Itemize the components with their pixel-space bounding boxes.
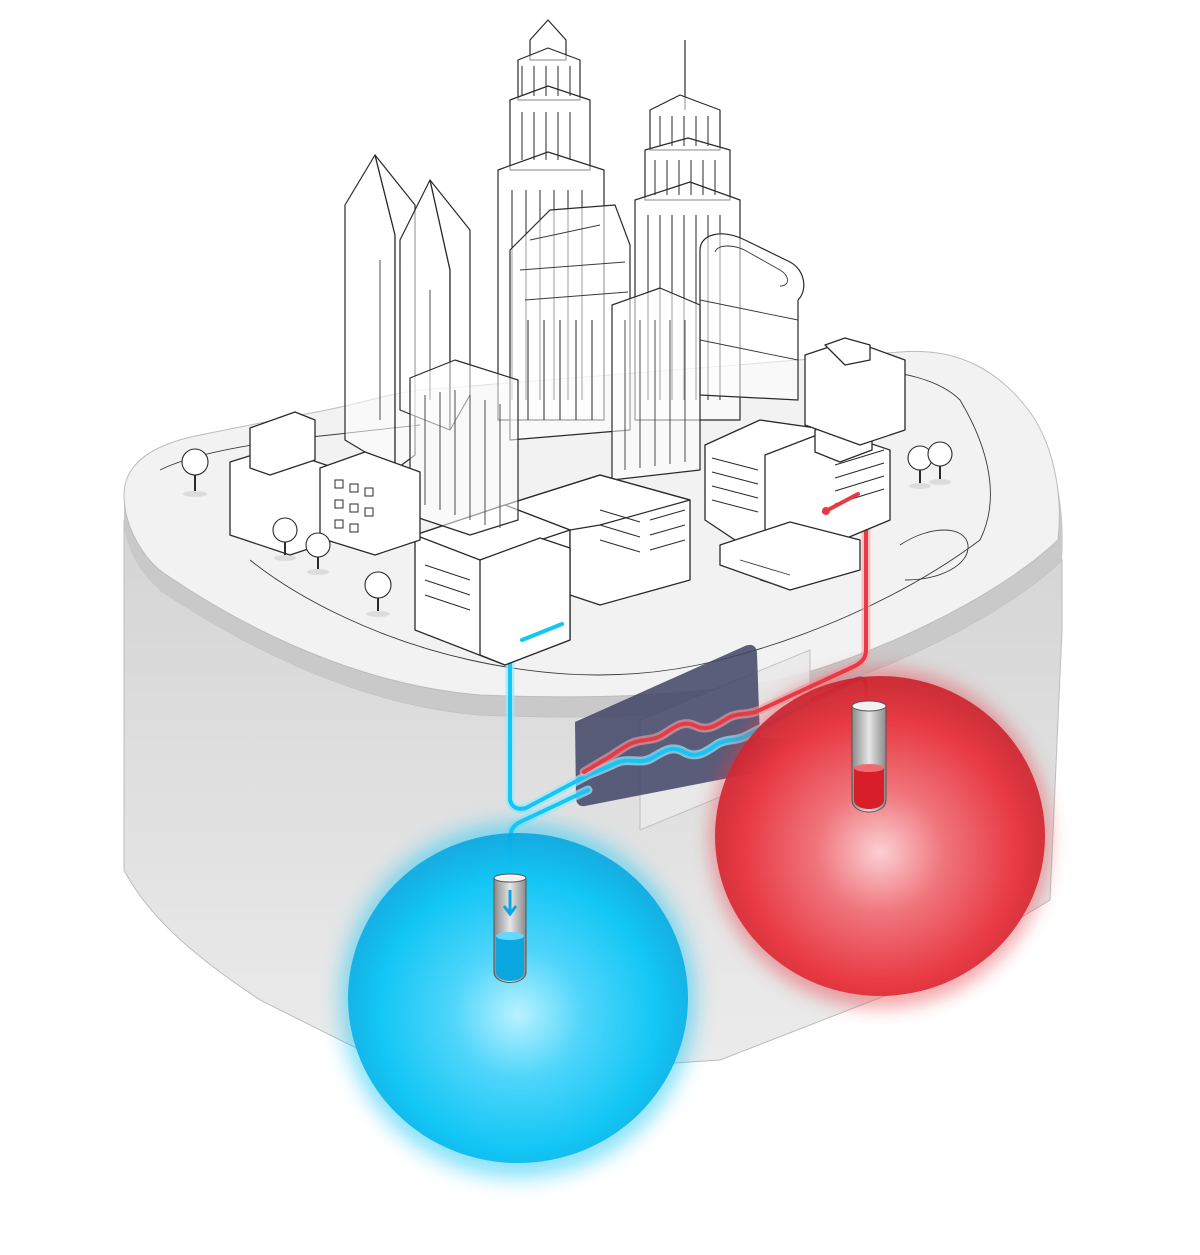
roundabout <box>899 529 969 581</box>
mid-tower-left <box>409 359 519 536</box>
hot-reservoir-sphere <box>715 676 1045 996</box>
tree-icon <box>927 441 953 485</box>
pipe-entries <box>520 492 860 642</box>
courtyard-building <box>414 474 691 666</box>
cold-reservoir-sphere <box>348 833 688 1163</box>
glass-block-building <box>611 287 701 481</box>
hot-pipe <box>582 490 868 774</box>
hot-pipe-entry <box>822 492 860 514</box>
street-outline <box>159 369 991 676</box>
cold-reservoir <box>340 822 696 1178</box>
tree-icon <box>907 445 933 489</box>
tree-icon <box>305 532 331 575</box>
right-office-building <box>704 337 906 591</box>
hot-reservoir <box>710 668 1050 1008</box>
tree-icon <box>272 517 298 561</box>
hot-pipe-entry-point <box>822 507 830 515</box>
test-tube-icon <box>493 873 527 983</box>
test-tube-icon <box>851 700 887 813</box>
city <box>181 19 953 666</box>
cold-pipe <box>508 623 862 811</box>
cold-pipe-entry <box>520 622 564 642</box>
tree-icon <box>364 571 392 617</box>
cylinder-tower <box>699 233 805 401</box>
tree-icon <box>181 448 209 497</box>
